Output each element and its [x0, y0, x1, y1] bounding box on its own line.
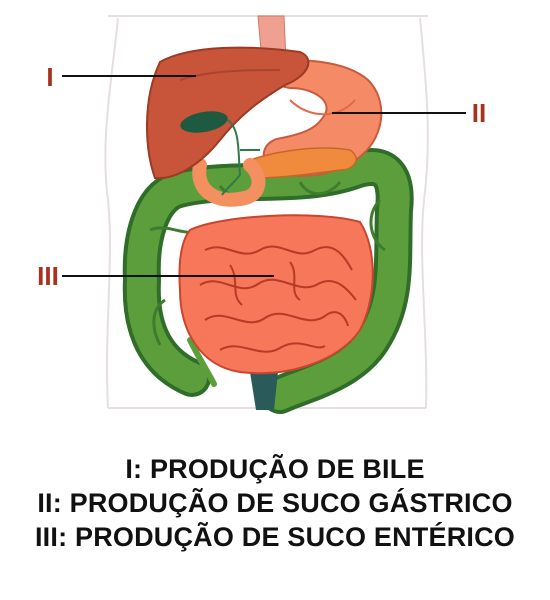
label-I: I [46, 62, 196, 92]
caption-I: I: PRODUÇÃO DE BILE [125, 454, 425, 484]
digestive-system-diagram: I II III [37, 15, 486, 414]
caption-II: II: PRODUÇÃO DE SUCO GÁSTRICO [37, 488, 513, 518]
pancreas [249, 147, 357, 179]
label-II-text: II [472, 98, 486, 128]
small-intestine [178, 214, 374, 375]
liver [146, 46, 310, 180]
bile-duct [221, 119, 260, 196]
duodenum [192, 158, 266, 207]
caption-III: III: PRODUÇÃO DE SUCO ENTÉRICO [34, 522, 516, 552]
label-II: II [332, 98, 486, 128]
label-III: III [37, 261, 274, 291]
caption-block: I: PRODUÇÃO DE BILE II: PRODUÇÃO DE SUCO… [0, 452, 550, 554]
label-III-text: III [37, 261, 59, 291]
large-intestine [122, 148, 414, 414]
gallbladder [180, 111, 228, 133]
label-I-text: I [46, 62, 53, 92]
